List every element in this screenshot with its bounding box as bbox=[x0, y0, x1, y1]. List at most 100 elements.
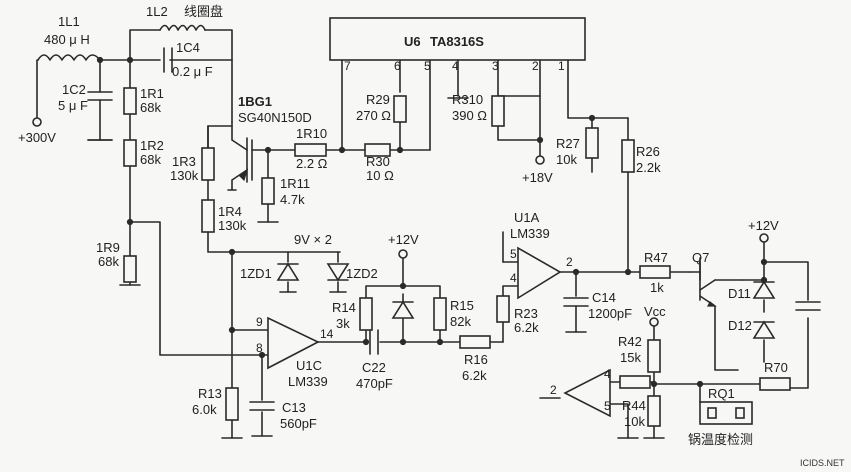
label-r27-value: 10k bbox=[556, 152, 577, 167]
label-r23: R23 bbox=[514, 306, 538, 321]
junction-dots bbox=[96, 56, 768, 388]
zener-1zd2 bbox=[326, 263, 350, 293]
label-r30-value: 10 Ω bbox=[366, 168, 394, 183]
terminal-vcc bbox=[649, 317, 659, 327]
label-r11-value: 4.7k bbox=[280, 192, 305, 207]
label-r26-value: 2.2k bbox=[636, 160, 661, 175]
capacitor-c13 bbox=[249, 401, 275, 411]
label-zd1: 1ZD1 bbox=[240, 266, 272, 281]
label-u1a-pin5: 5 bbox=[510, 247, 517, 261]
opamp-u1a bbox=[517, 246, 562, 300]
label-d11: D11 bbox=[728, 286, 751, 301]
label-u6-pin7: 7 bbox=[344, 59, 351, 73]
label-r47-value: 1k bbox=[650, 280, 664, 295]
resistor-r4-cmp bbox=[619, 375, 651, 389]
label-q7: Q7 bbox=[692, 250, 709, 265]
label-u1c-pin9: 9 bbox=[256, 315, 263, 329]
rq1-pad-left bbox=[707, 407, 717, 419]
label-c2: 1C2 bbox=[62, 82, 86, 97]
label-12v-a: +12V bbox=[388, 232, 419, 247]
label-r29: R29 bbox=[366, 92, 390, 107]
resistor-r70 bbox=[759, 377, 791, 391]
label-u1a: U1A bbox=[514, 210, 540, 225]
terminal-18v bbox=[535, 155, 545, 165]
label-c13-value: 560pF bbox=[280, 416, 317, 431]
label-r310: R310 bbox=[452, 92, 483, 107]
label-c4: 1C4 bbox=[176, 40, 200, 55]
label-c4-value: 0.2 μ F bbox=[172, 64, 213, 79]
label-coil: 线圈盘 bbox=[184, 4, 223, 19]
resistor-r29 bbox=[393, 95, 407, 123]
label-bg1-value: SG40N150D bbox=[238, 110, 312, 125]
label-r9: 1R9 bbox=[96, 240, 120, 255]
resistor-r47 bbox=[639, 265, 671, 279]
capacitor-1c4 bbox=[163, 47, 173, 73]
resistor-r13 bbox=[225, 387, 239, 421]
label-r2-value: 68k bbox=[140, 152, 161, 167]
label-u6-pin6: 6 bbox=[394, 59, 401, 73]
label-c2-value: 5 μ F bbox=[58, 98, 88, 113]
label-r14-value: 3k bbox=[336, 316, 350, 331]
label-vcc: Vcc bbox=[644, 304, 666, 319]
resistor-r15 bbox=[433, 297, 447, 331]
capacitor-c22 bbox=[369, 329, 379, 355]
capacitor-c14 bbox=[563, 297, 589, 307]
label-u6-pin4: 4 bbox=[452, 59, 459, 73]
igbt-1bg1 bbox=[239, 137, 249, 183]
resistor-r30 bbox=[364, 143, 391, 157]
label-l1-value: 480 μ H bbox=[44, 32, 90, 47]
resistor-1r2 bbox=[123, 139, 137, 167]
label-cmp-pin2: 2 bbox=[550, 383, 557, 397]
label-c22: C22 bbox=[362, 360, 386, 375]
label-r16: R16 bbox=[464, 352, 488, 367]
label-r310-value: 390 Ω bbox=[452, 108, 487, 123]
resistor-r23 bbox=[496, 295, 510, 323]
label-r13: R13 bbox=[198, 386, 222, 401]
resistor-r310 bbox=[491, 95, 505, 127]
label-c14-value: 1200pF bbox=[588, 306, 632, 321]
label-u6-pin3: 3 bbox=[492, 59, 499, 73]
label-u1c-pin14: 14 bbox=[320, 327, 334, 341]
resistor-1r4 bbox=[201, 199, 215, 233]
label-r2: 1R2 bbox=[140, 138, 164, 153]
resistor-r14 bbox=[359, 297, 373, 331]
transistor-q7 bbox=[689, 261, 717, 307]
label-r3: 1R3 bbox=[172, 154, 196, 169]
label-r44-value: 10k bbox=[624, 414, 645, 429]
resistor-r26 bbox=[621, 139, 635, 173]
label-r3-value: 130k bbox=[170, 168, 199, 183]
label-r15: R15 bbox=[450, 298, 474, 313]
zener-feedback bbox=[391, 300, 415, 319]
label-r44: R44 bbox=[622, 398, 646, 413]
label-r10: 1R10 bbox=[296, 126, 327, 141]
resistor-r44 bbox=[647, 395, 661, 427]
label-l2: 1L2 bbox=[146, 4, 168, 19]
opamp-u1c bbox=[267, 316, 320, 370]
label-12v-b: +12V bbox=[748, 218, 779, 233]
label-r1-value: 68k bbox=[140, 100, 161, 115]
label-c13: C13 bbox=[282, 400, 306, 415]
label-u1c-pin8: 8 bbox=[256, 341, 263, 355]
label-cmp-pin4: 4 bbox=[604, 367, 611, 381]
resistor-1r10 bbox=[294, 143, 327, 157]
label-r16-value: 6.2k bbox=[462, 368, 487, 383]
label-cmp-pin5: 5 bbox=[604, 399, 611, 413]
inductor-1l1 bbox=[37, 54, 101, 61]
label-r47: R47 bbox=[644, 250, 668, 265]
resistor-1r9 bbox=[123, 255, 137, 283]
watermark: ICIDS.NET bbox=[800, 458, 845, 468]
label-zd-note: 9V × 2 bbox=[294, 232, 332, 247]
label-c14: C14 bbox=[592, 290, 616, 305]
terminal-300v bbox=[32, 117, 42, 127]
label-r4-value: 130k bbox=[218, 218, 247, 233]
label-u6-pin5: 5 bbox=[424, 59, 431, 73]
capacitor-right bbox=[795, 301, 821, 311]
label-u6-pin1: 1 bbox=[558, 59, 565, 73]
label-u6: U6 bbox=[404, 34, 421, 49]
label-300v: +300V bbox=[18, 130, 56, 145]
resistor-r27 bbox=[585, 127, 599, 159]
label-bg1: 1BG1 bbox=[238, 94, 272, 109]
label-u1c: U1C bbox=[296, 358, 322, 373]
label-18v: +18V bbox=[522, 170, 553, 185]
